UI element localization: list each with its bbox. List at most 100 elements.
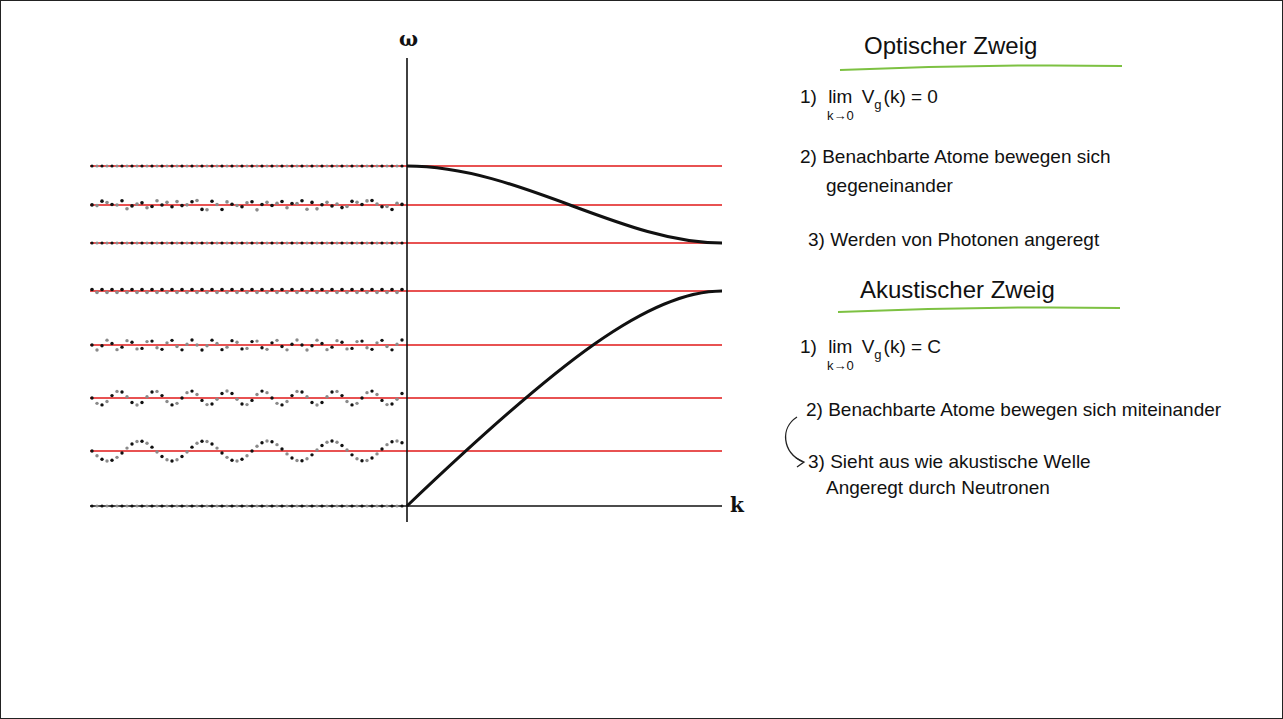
atom-dot [365, 291, 369, 295]
atom-dot [400, 441, 403, 444]
atom-dot [305, 504, 308, 507]
atom-dot [305, 348, 308, 351]
atom-dot [145, 504, 148, 507]
atom-dot [355, 200, 359, 204]
atom-dot [280, 504, 283, 507]
atom-dot [265, 291, 269, 295]
atom-dot [185, 343, 188, 346]
atom-dot [150, 339, 153, 342]
atom-dot [320, 401, 323, 404]
atom-dot [250, 164, 253, 167]
atom-dot [235, 459, 238, 462]
atom-dot [285, 164, 288, 167]
atom-dot [245, 454, 248, 457]
atom-dot [150, 288, 154, 292]
atom-dot [185, 241, 188, 244]
atom-dot [160, 288, 164, 292]
atom-dot [390, 440, 393, 443]
atom-dot [385, 403, 388, 406]
atom-dot [270, 164, 273, 167]
atom-dot [225, 241, 228, 244]
atom-dot [270, 204, 274, 208]
atom-dot [370, 241, 373, 244]
atom-dot [200, 208, 204, 212]
atom-dot [95, 454, 98, 457]
atom-dot [390, 402, 393, 405]
atom-dot [240, 241, 243, 244]
atom-dot [150, 390, 153, 393]
atom-dot [130, 504, 133, 507]
atom-dot [190, 445, 193, 448]
atom-dot [360, 164, 363, 167]
atom-dot [310, 201, 314, 205]
atom-dot [400, 392, 403, 395]
formula-line: 1)limk→0Vg(k) = C [800, 336, 941, 372]
atom-dot [185, 164, 188, 167]
atom-dot [200, 164, 203, 167]
atom-dot [135, 241, 138, 244]
atom-dot [95, 241, 98, 244]
atom-dot [360, 459, 363, 462]
frequency-level [90, 397, 722, 398]
atom-dot [285, 206, 289, 210]
atom-dot [135, 202, 139, 206]
atom-dot [90, 164, 93, 167]
atom-dot [345, 448, 348, 451]
atom-dot [90, 241, 93, 244]
atom-dot [345, 164, 348, 167]
velocity-symbol: V [862, 336, 875, 357]
atom-dot [375, 241, 378, 244]
atom-dot [330, 288, 334, 292]
atom-dot [280, 288, 284, 292]
atom-dot [230, 504, 233, 507]
atom-dot [140, 288, 144, 292]
atom-dot [95, 164, 98, 167]
atom-dot [295, 390, 298, 393]
atom-dot [225, 504, 228, 507]
atom-dot [400, 288, 404, 292]
atom-dot [265, 164, 268, 167]
atom-dot [215, 164, 218, 167]
formula-value: (k) = 0 [884, 86, 938, 107]
atom-dot [135, 440, 138, 443]
atom-dot [250, 449, 253, 452]
atom-dot [365, 504, 368, 507]
atom-dot [155, 241, 158, 244]
atom-dot [155, 504, 158, 507]
atom-dot [315, 448, 318, 451]
atom-dot [295, 338, 298, 341]
atom-dot [165, 241, 168, 244]
atom-dot [335, 390, 338, 393]
atom-dot [320, 241, 323, 244]
atom-dot [195, 343, 198, 346]
atom-dot [335, 164, 338, 167]
atom-dot [345, 291, 349, 295]
atom-dot [355, 164, 358, 167]
atom-dot [300, 199, 304, 203]
atom-dot [155, 164, 158, 167]
atom-dot [130, 204, 134, 208]
atom-dot [285, 452, 288, 455]
atom-dot [210, 442, 213, 445]
atom-dot [230, 202, 234, 206]
atom-dot [215, 504, 218, 507]
atom-dot [310, 288, 314, 292]
atom-dot [160, 164, 163, 167]
atom-dot [255, 164, 258, 167]
atom-dot [330, 439, 333, 442]
atom-dot [340, 394, 343, 397]
atom-dot [345, 347, 348, 350]
atom-dot [150, 205, 154, 209]
atom-dot [245, 291, 249, 295]
atom-dot [340, 164, 343, 167]
atom-dot [305, 291, 309, 295]
atom-dot [375, 291, 379, 295]
atom-dot [205, 208, 209, 212]
atom-dot [390, 504, 393, 507]
atom-dot [290, 394, 293, 397]
atom-dot [115, 164, 118, 167]
atom-dot [215, 203, 219, 207]
atom-dot [375, 164, 378, 167]
atom-dot [335, 241, 338, 244]
atom-dot [165, 201, 169, 205]
